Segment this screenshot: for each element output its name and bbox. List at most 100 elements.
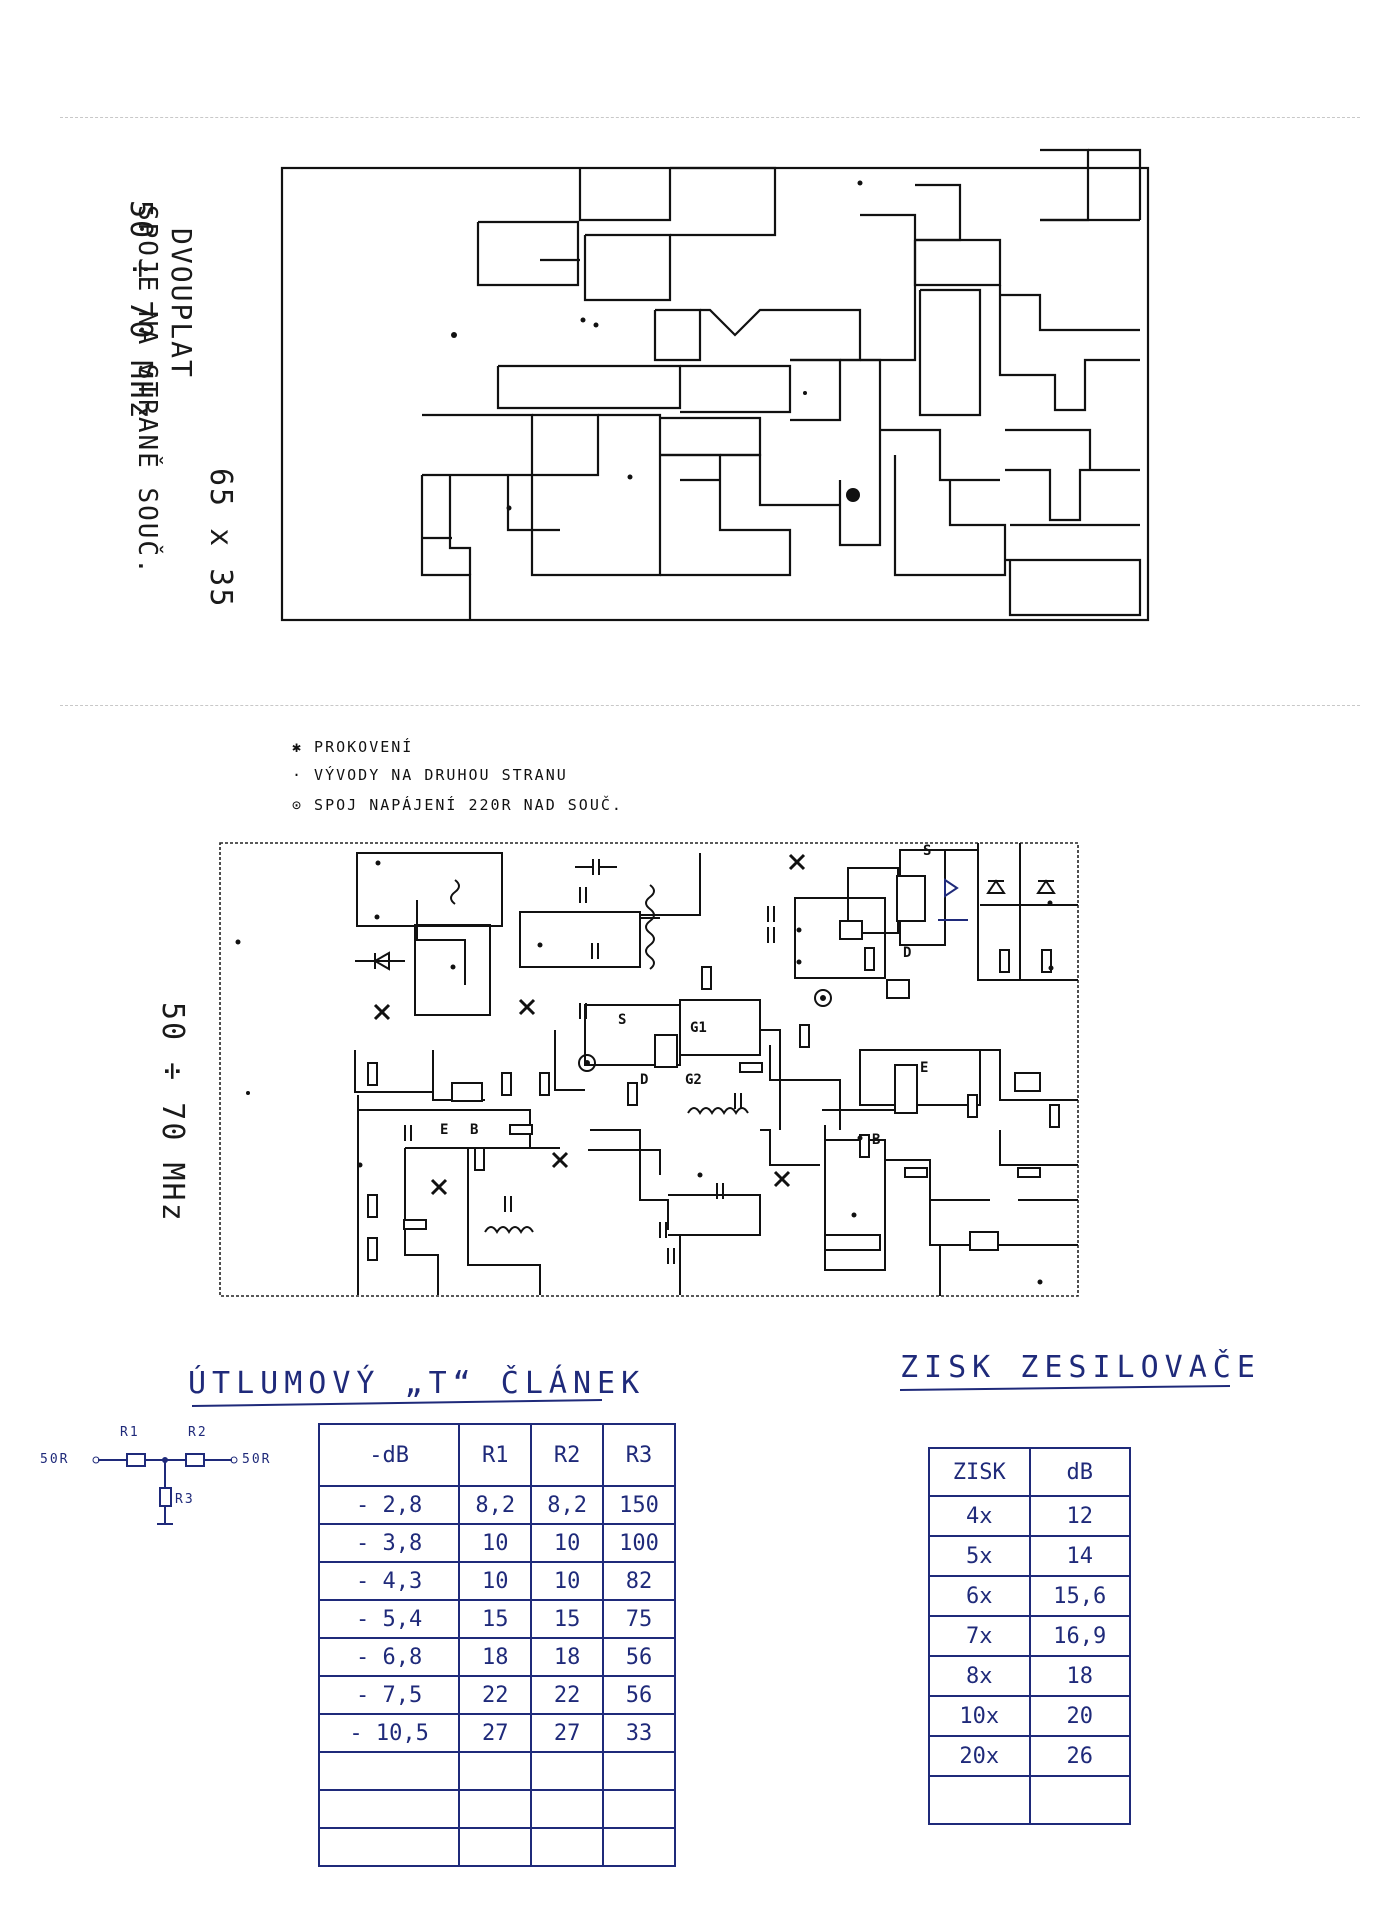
legend-via: ✱ PROKOVENÍ xyxy=(292,738,414,756)
pcb-label-drain-1: D xyxy=(640,1072,649,1088)
pcb-label-base-1: B xyxy=(470,1122,479,1138)
table-header-cell: -dB xyxy=(317,1423,461,1487)
table-cell xyxy=(317,1827,461,1867)
table-cell xyxy=(602,1789,676,1829)
pcb-label-drain-2: D xyxy=(903,945,912,961)
pcb-label-source-2: S xyxy=(923,843,932,859)
table-cell: 26 xyxy=(1028,1735,1131,1777)
schematic-label-output: 50R xyxy=(242,1452,272,1467)
table-header-cell: R1 xyxy=(458,1423,533,1487)
table-cell xyxy=(458,1789,533,1829)
table-cell: 75 xyxy=(602,1599,676,1639)
table-cell: - 3,8 xyxy=(317,1523,461,1563)
gain-title: ZISK ZESILOVAČE xyxy=(900,1350,1261,1385)
table-cell: 8x xyxy=(928,1655,1031,1697)
table-cell: 22 xyxy=(458,1675,533,1715)
table-cell xyxy=(317,1751,461,1791)
table-cell: 27 xyxy=(530,1713,605,1753)
table-cell: 22 xyxy=(530,1675,605,1715)
table-row xyxy=(317,1751,676,1791)
table-cell: 100 xyxy=(602,1523,676,1563)
table-cell xyxy=(928,1775,1031,1825)
table-cell: 20x xyxy=(928,1735,1031,1777)
attenuator-title: ÚTLUMOVÝ „T“ ČLÁNEK xyxy=(188,1366,646,1401)
table-cell: 27 xyxy=(458,1713,533,1753)
table-cell: 56 xyxy=(602,1675,676,1715)
table-row xyxy=(317,1827,676,1867)
table-cell: 12 xyxy=(1028,1495,1131,1537)
table-cell: - 4,3 xyxy=(317,1561,461,1601)
table-row xyxy=(928,1775,1131,1825)
table-cell: 33 xyxy=(602,1713,676,1753)
table-cell: 8,2 xyxy=(458,1485,533,1525)
table-cell: 15,6 xyxy=(1028,1575,1131,1617)
table-cell: 10 xyxy=(458,1561,533,1601)
table-header-cell: R3 xyxy=(602,1423,676,1487)
table-cell xyxy=(458,1751,533,1791)
table-cell: 10 xyxy=(458,1523,533,1563)
table-cell: 5x xyxy=(928,1535,1031,1577)
table-row xyxy=(317,1789,676,1829)
table-header-row: ZISK dB xyxy=(928,1447,1131,1497)
scan-line xyxy=(60,705,1360,706)
table-cell: 18 xyxy=(458,1637,533,1677)
table-cell: 4x xyxy=(928,1495,1031,1537)
table-cell: 150 xyxy=(602,1485,676,1525)
schematic-label-r1: R1 xyxy=(120,1425,140,1440)
legend-pins: · VÝVODY NA DRUHOU STRANU xyxy=(292,766,568,784)
pcb-label-gate-1: G1 xyxy=(690,1020,707,1036)
table-cell: 8,2 xyxy=(530,1485,605,1525)
table-header-cell: dB xyxy=(1028,1447,1131,1497)
table-cell xyxy=(530,1789,605,1829)
table-cell: 10 xyxy=(530,1523,605,1563)
schematic-label-input: 50R xyxy=(40,1452,70,1467)
table-cell: 15 xyxy=(530,1599,605,1639)
table-cell xyxy=(530,1827,605,1867)
table-cell: - 10,5 xyxy=(317,1713,461,1753)
table-cell: 6x xyxy=(928,1575,1031,1617)
table-cell: 82 xyxy=(602,1561,676,1601)
table-cell: - 5,4 xyxy=(317,1599,461,1639)
table-cell: 16,9 xyxy=(1028,1615,1131,1657)
table-cell: 20 xyxy=(1028,1695,1131,1737)
table-cell xyxy=(317,1789,461,1829)
table-cell xyxy=(458,1827,533,1867)
table-header-cell: R2 xyxy=(530,1423,605,1487)
pcb-label-emitter-1: E xyxy=(440,1122,449,1138)
pcb-label-source-1: S xyxy=(618,1012,627,1028)
table-cell: - 7,5 xyxy=(317,1675,461,1715)
schematic-label-r2: R2 xyxy=(188,1425,208,1440)
table-cell: 10 xyxy=(530,1561,605,1601)
pcb-label-base-2: B xyxy=(872,1132,881,1148)
table-cell xyxy=(530,1751,605,1791)
schematic-label-r3: R3 xyxy=(175,1492,195,1507)
table-cell xyxy=(602,1827,676,1867)
table-header-cell: ZISK xyxy=(928,1447,1031,1497)
table-cell: 18 xyxy=(530,1637,605,1677)
pcb-label-gate-2: G2 xyxy=(685,1072,702,1088)
table-cell: 10x xyxy=(928,1695,1031,1737)
table-cell xyxy=(602,1751,676,1791)
table-cell xyxy=(1028,1775,1131,1825)
table-cell: 7x xyxy=(928,1615,1031,1657)
table-cell: 15 xyxy=(458,1599,533,1639)
